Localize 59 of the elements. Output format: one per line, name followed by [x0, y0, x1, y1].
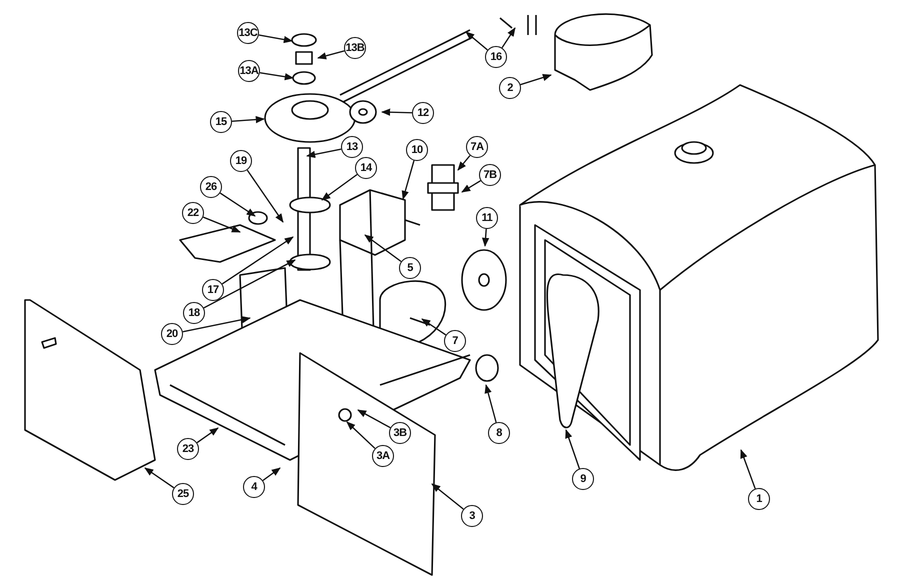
leader-line	[357, 409, 391, 428]
callout-number: 20	[161, 323, 183, 345]
callout-number: 15	[210, 111, 232, 133]
callout-number: 25	[172, 483, 194, 505]
leader-line	[232, 116, 265, 124]
leader-line	[321, 174, 358, 201]
callout-number: 19	[230, 150, 252, 172]
leader-line	[222, 236, 294, 284]
leader-line	[317, 50, 345, 60]
callout-number: 2	[499, 77, 521, 99]
leader-line	[501, 27, 516, 48]
leader-line	[482, 228, 490, 247]
callout-number: 5	[399, 257, 421, 279]
leader-line	[431, 483, 464, 510]
callout-number: 23	[177, 438, 199, 460]
leader-line	[484, 384, 497, 423]
leader-line	[246, 170, 284, 223]
leader-line	[306, 148, 342, 158]
leader-line	[465, 31, 488, 50]
leader-line	[421, 318, 446, 336]
leader-line	[457, 155, 470, 171]
leader-line	[203, 259, 296, 308]
callout-number: 26	[200, 176, 222, 198]
callout-number: 3	[461, 505, 483, 527]
callout-number: 18	[183, 302, 205, 324]
leader-line	[144, 467, 174, 488]
callout-number: 13B	[344, 37, 366, 59]
leader-line	[258, 34, 293, 44]
callout-number: 16	[485, 46, 507, 68]
callout-number: 8	[488, 422, 510, 444]
leader-line	[364, 234, 402, 262]
callout-number: 17	[202, 279, 224, 301]
callout-number: 13C	[237, 22, 259, 44]
callout-number: 7A	[466, 136, 488, 158]
callout-number: 13A	[238, 60, 260, 82]
leader-line	[262, 467, 281, 482]
leader-line	[461, 180, 481, 193]
leader-line	[740, 449, 756, 489]
leader-line	[182, 316, 251, 332]
leader-line	[346, 421, 376, 449]
leader-line	[220, 192, 256, 217]
callout-number: 7	[444, 330, 466, 352]
callout-number: 9	[572, 468, 594, 490]
leader-line	[565, 429, 580, 469]
leader-line	[520, 74, 552, 86]
callout-number: 12	[412, 102, 434, 124]
leader-line	[202, 216, 241, 233]
leader-line	[196, 427, 219, 444]
callout-number: 22	[182, 202, 204, 224]
callout-number: 13	[341, 136, 363, 158]
callout-number: 14	[355, 157, 377, 179]
callout-number: 10	[406, 139, 428, 161]
callout-number: 4	[243, 476, 265, 498]
callout-number: 11	[476, 207, 498, 229]
leader-line	[402, 160, 415, 200]
callout-number: 7B	[479, 164, 501, 186]
leader-line	[381, 108, 412, 116]
callout-number: 1	[748, 488, 770, 510]
leader-line	[260, 72, 294, 80]
